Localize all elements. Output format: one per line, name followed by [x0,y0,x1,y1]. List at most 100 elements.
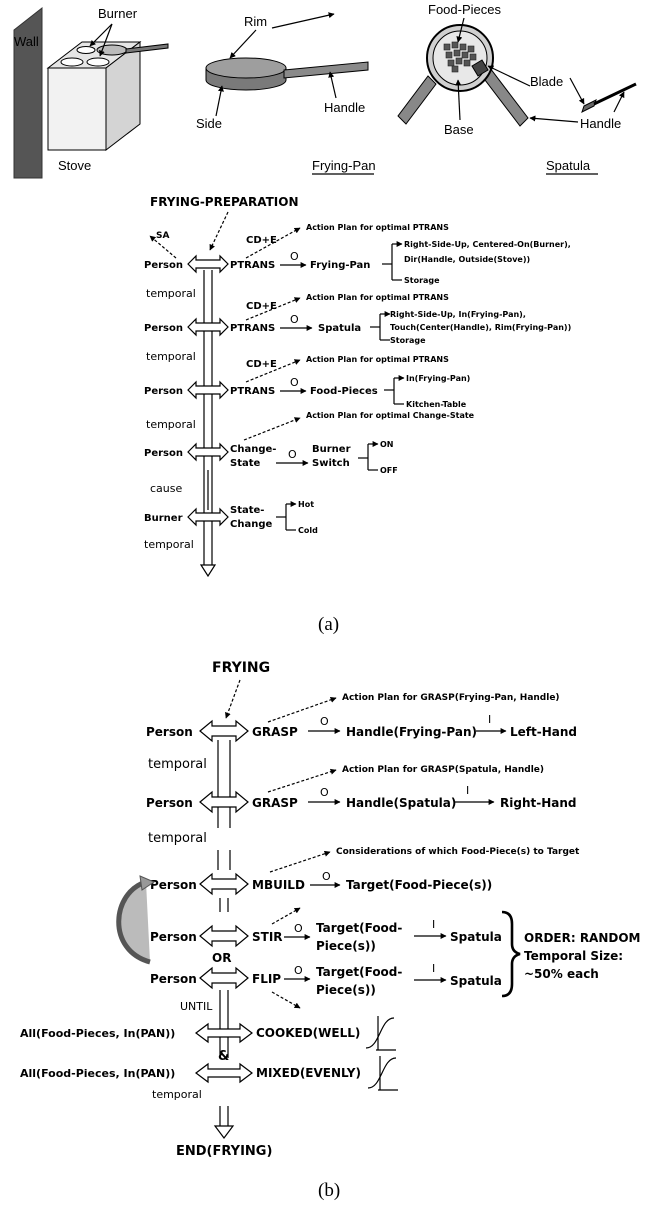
frying-pan-illustration: Rim Side Handle Frying-Pan [196,12,376,175]
o-marker: O [294,964,303,977]
cde-label: CD+E [246,359,277,370]
state-label: State- [230,505,264,516]
object-handle-frying-pan: Handle(Frying-Pan) [346,725,477,739]
side-label: Side [196,116,222,131]
action-plan-label: Action Plan for optimal PTRANS [306,293,449,302]
condition-cooked: All(Food-Pieces, In(PAN)) COOKED(WELL) [20,1016,396,1051]
stove-front [47,67,107,151]
target-spatula: Spatula [450,930,502,944]
mbuild-label: MBUILD [252,878,305,892]
burner-actor-label: Burner [144,513,183,524]
object-spatula: Spatula [318,323,361,334]
cond2-right: MIXED(EVENLY) [256,1066,361,1080]
cond2-left: All(Food-Pieces, In(PAN)) [20,1067,175,1080]
order-line-3: ~50% each [524,967,599,981]
spine-end-arrow [199,564,217,578]
food-pieces-label: Food-Pieces [428,2,501,17]
caption-b: (b) [318,1180,340,1201]
change-label: Change- [230,444,276,455]
spatula-blade-shape [581,99,597,113]
loop-arc [116,879,151,965]
o-marker: O [320,715,329,728]
o-marker: O [294,922,303,935]
burner-shape [76,46,96,54]
double-arrow [195,1062,253,1084]
frying-preparation-title: FRYING-PREPARATION [150,195,299,209]
burner-shape [86,57,110,67]
burner-shape [60,57,84,67]
base-label: Base [444,122,474,137]
outcome-2: Kitchen-Table [406,400,467,409]
row-grasp-spatula: Person GRASP Action Plan for GRASP(Spatu… [146,765,576,814]
frying-pan-label: Frying-Pan [312,158,376,173]
condition-mixed: All(Food-Pieces, In(PAN)) MIXED(EVENLY) [20,1056,398,1091]
o-marker: O [322,870,331,883]
outcome-hot: Hot [298,500,314,509]
i-marker: I [432,962,435,975]
i-marker: I [488,713,491,726]
row-mbuild: Person MBUILD Considerations of which Fo… [150,847,580,896]
object-line-2: Piece(s)) [316,983,376,997]
ptrans-label: PTRANS [230,260,275,271]
o-marker: O [290,313,299,326]
outcome-cold: Cold [298,526,318,535]
ptrans-label: PTRANS [230,323,275,334]
action-plan-label: Action Plan for optimal PTRANS [306,223,449,232]
rim-label: Rim [244,14,267,29]
sa-label: SA [156,231,169,241]
outcome-1: In(Frying-Pan) [406,374,470,383]
switch-label: Switch [312,458,350,469]
spatula-handle-label: Handle [580,116,621,131]
i-marker: I [466,784,469,797]
o-marker: O [288,448,297,461]
outcome-1: Right-Side-Up, In(Frying-Pan), [390,310,526,319]
row-ptrans-spatula: Person PTRANS CD+E Action Plan for optim… [144,293,571,345]
amp-label: & [218,1049,229,1064]
temporal-label: temporal [148,831,207,846]
outcome-3: Storage [404,276,440,285]
row-change-state: Person Change- State Action Plan for opt… [144,411,475,475]
temporal-label: temporal [152,1088,202,1101]
outcome-2: Touch(Center(Handle), Rim(Frying-Pan)) [390,323,571,332]
double-arrow [199,790,249,814]
small-pan-handle [125,43,169,54]
change-label: Change [230,519,272,530]
pan-handle-shape [283,61,369,79]
row-flip: Person FLIP O Target(Food- Piece(s)) I S… [150,962,502,1009]
person-label: Person [146,725,193,739]
considerations-label: Considerations of which Food-Piece(s) to… [336,847,580,857]
temporal-label: temporal [146,287,196,300]
double-arrow [199,966,249,990]
action-plan-label: Action Plan for optimal PTRANS [306,355,449,364]
double-arrow [199,719,249,743]
outcome-off: OFF [380,466,398,475]
target-right-hand: Right-Hand [500,796,576,810]
o-marker: O [290,376,299,389]
outcome-3: Storage [390,336,426,345]
double-arrow [187,442,229,462]
row-stir: Person STIR O Target(Food- Piece(s)) I S… [150,907,502,953]
object-line-2: Piece(s)) [316,939,376,953]
food-pieces-shape [443,41,477,73]
diagram-b: FRYING Person GRASP Action Plan for GRAS… [20,660,641,1201]
pan-handle-left [397,75,437,125]
temporal-label: temporal [144,538,194,551]
blade-label: Blade [530,74,563,89]
o-marker: O [290,250,299,263]
pan-handle-right [481,67,529,127]
target-left-hand: Left-Hand [510,725,577,739]
state-label: State [230,458,261,469]
person-label: Person [150,930,197,944]
order-line-1: ORDER: RANDOM [524,931,641,945]
ptrans-label: PTRANS [230,386,275,397]
stir-label: STIR [252,930,283,944]
double-arrow [187,380,229,400]
double-arrow [187,507,229,527]
double-arrow [195,1022,253,1044]
person-label: Person [144,260,183,271]
object-line-1: Target(Food- [316,965,402,979]
person-label: Person [144,386,183,397]
cde-label: CD+E [246,235,277,246]
spatula-handle-shape [593,82,637,106]
object-food-pieces: Food-Pieces [310,386,378,397]
